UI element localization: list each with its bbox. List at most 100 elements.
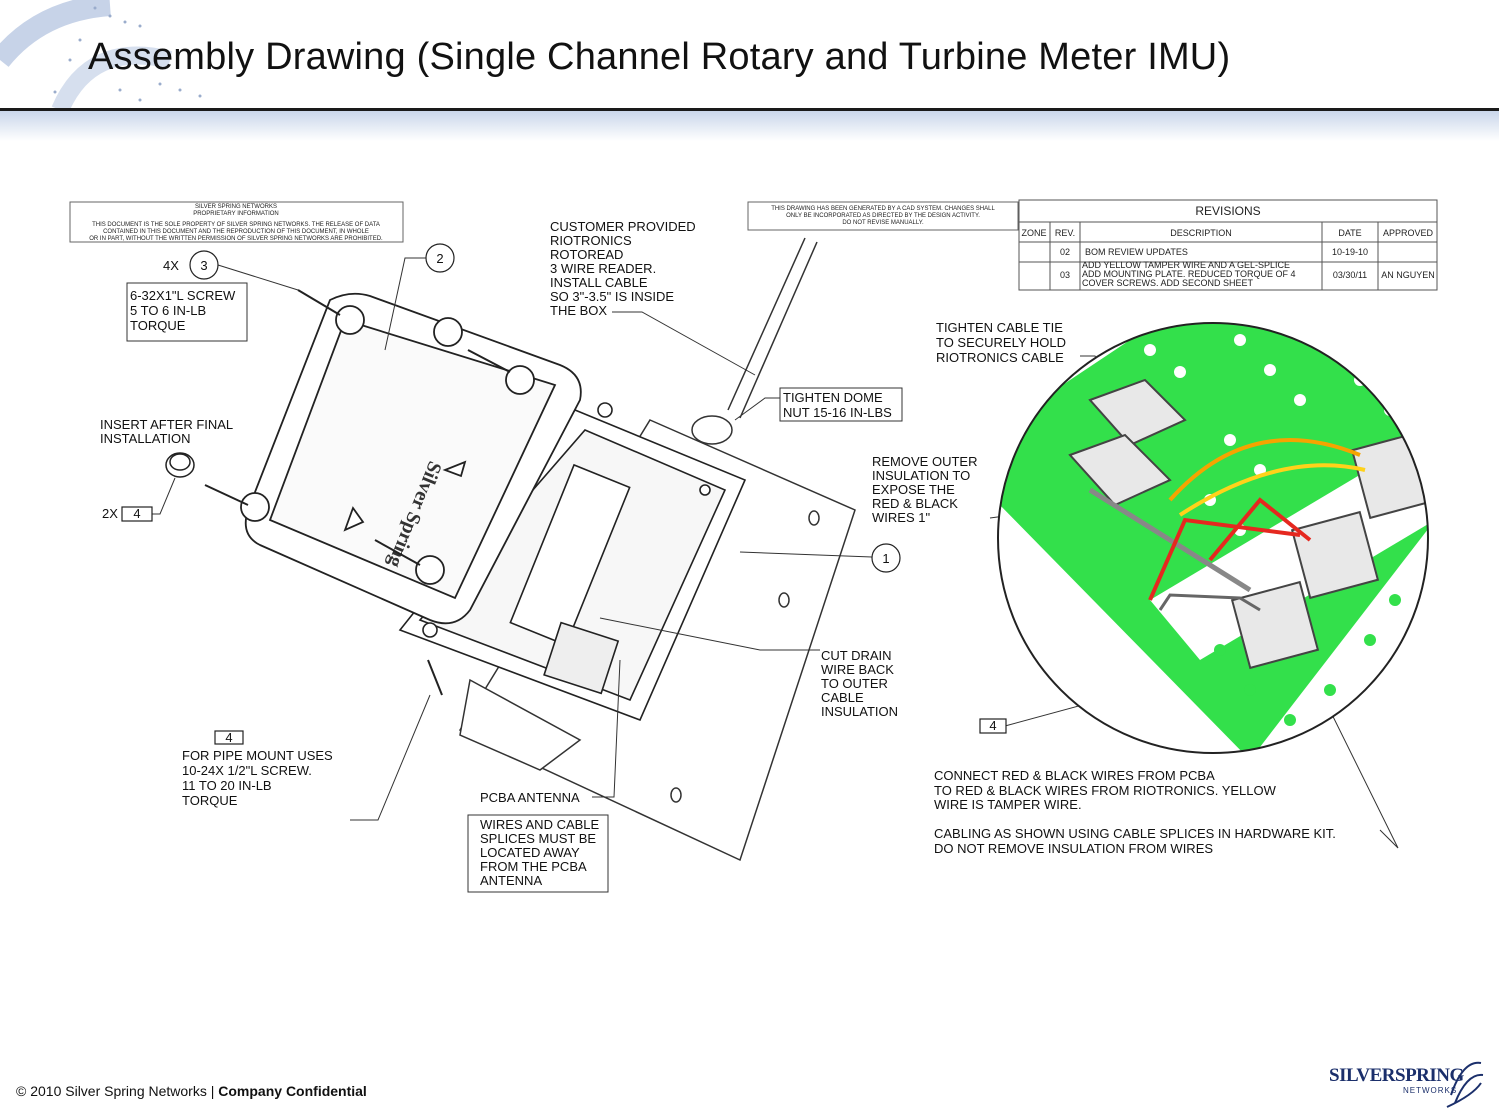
svg-text:DESCRIPTION: DESCRIPTION [1170, 228, 1232, 238]
box-4c [979, 718, 1007, 734]
svg-text:10-19-10: 10-19-10 [1332, 247, 1368, 257]
splice-note-box [467, 814, 609, 893]
svg-text:6-32X1"L SCREW: 6-32X1"L SCREW [130, 288, 236, 303]
svg-text:WIRE BACK: WIRE BACK [821, 662, 894, 677]
svg-text:3 WIRE READER.: 3 WIRE READER. [550, 261, 656, 276]
remove-insulation-note: REMOVE OUTER INSULATION TO EXPOSE THE RE… [872, 454, 977, 525]
svg-text:NUT 15-16 IN-LBS: NUT 15-16 IN-LBS [783, 405, 892, 420]
pcba-antenna-label: PCBA ANTENNA [480, 790, 580, 805]
brand-sub: NETWORKS [1403, 1086, 1458, 1095]
header-rule [0, 108, 1499, 111]
svg-text:1: 1 [882, 551, 889, 566]
svg-text:CABLING AS SHOWN USING CABLE S: CABLING AS SHOWN USING CABLE SPLICES IN … [934, 826, 1336, 841]
svg-text:LOCATED AWAY: LOCATED AWAY [480, 845, 580, 860]
svg-text:BOM REVIEW UPDATES: BOM REVIEW UPDATES [1085, 247, 1188, 257]
svg-text:2X: 2X [102, 506, 118, 521]
customer-cable-note: CUSTOMER PROVIDED RIOTRONICS ROTOREAD 3 … [550, 219, 696, 318]
svg-text:INSTALLATION: INSTALLATION [100, 431, 191, 446]
svg-text:INSULATION: INSULATION [821, 704, 898, 719]
svg-text:SO 3"-3.5" IS INSIDE: SO 3"-3.5" IS INSIDE [550, 289, 674, 304]
svg-text:ADD MOUNTING PLATE. REDUCED TO: ADD MOUNTING PLATE. REDUCED TORQUE OF 4 [1082, 269, 1296, 279]
enclosure-cover: Silver Spring [240, 292, 582, 625]
svg-text:INSULATION TO: INSULATION TO [872, 468, 970, 483]
svg-text:CUSTOMER PROVIDED: CUSTOMER PROVIDED [550, 219, 696, 234]
footer: © 2010 Silver Spring Networks | Company … [16, 1083, 367, 1099]
svg-text:WIRE IS TAMPER WIRE.: WIRE IS TAMPER WIRE. [934, 797, 1082, 812]
svg-text:4: 4 [989, 718, 996, 733]
svg-text:SILVER SPRING NETWORKS: SILVER SPRING NETWORKS [195, 204, 277, 210]
balloon-3 [189, 250, 219, 280]
brand-swirl-icon [1446, 1061, 1484, 1108]
reader-cable [691, 237, 818, 445]
silverspring-logo: SILVERSPRING NETWORKS [1325, 1055, 1485, 1110]
svg-text:RIOTRONICS: RIOTRONICS [550, 233, 632, 248]
footer-copyright: © 2010 Silver Spring Networks | [16, 1083, 219, 1099]
svg-text:3: 3 [200, 258, 207, 273]
svg-text:CUT DRAIN: CUT DRAIN [821, 648, 892, 663]
header-band [0, 111, 1499, 141]
svg-text:FOR PIPE MOUNT USES: FOR PIPE MOUNT USES [182, 748, 333, 763]
svg-text:PROPRIETARY INFORMATION: PROPRIETARY INFORMATION [193, 211, 279, 217]
svg-text:ADD YELLOW TAMPER WIRE AND A G: ADD YELLOW TAMPER WIRE AND A GEL-SPLICE [1082, 260, 1290, 270]
svg-text:5 TO 6 IN-LB: 5 TO 6 IN-LB [130, 303, 206, 318]
svg-text:COVER SCREWS. ADD SECOND SHEET: COVER SCREWS. ADD SECOND SHEET [1082, 278, 1254, 288]
pipe-mount-note: FOR PIPE MOUNT USES 10-24X 1/2"L SCREW. … [182, 748, 333, 808]
svg-text:TORQUE: TORQUE [182, 793, 238, 808]
cable-tie-note: TIGHTEN CABLE TIE TO SECURELY HOLD RIOTR… [936, 320, 1066, 365]
svg-text:INSERT AFTER FINAL: INSERT AFTER FINAL [100, 417, 233, 432]
svg-text:TORQUE: TORQUE [130, 318, 186, 333]
revisions-title: REVISIONS [1195, 204, 1260, 218]
svg-text:ZONE: ZONE [1021, 228, 1046, 238]
svg-text:ANTENNA: ANTENNA [480, 873, 542, 888]
svg-text:WIRES AND CABLE: WIRES AND CABLE [480, 817, 600, 832]
svg-text:DATE: DATE [1338, 228, 1361, 238]
svg-text:THE BOX: THE BOX [550, 303, 607, 318]
svg-text:03: 03 [1060, 270, 1070, 280]
svg-text:THIS DRAWING HAS BEEN GENERATE: THIS DRAWING HAS BEEN GENERATED BY A CAD… [771, 206, 995, 212]
svg-text:WIRES 1": WIRES 1" [872, 510, 930, 525]
svg-text:EXPOSE THE: EXPOSE THE [872, 482, 955, 497]
svg-text:DO NOT REMOVE INSULATION FROM: DO NOT REMOVE INSULATION FROM WIRES [934, 841, 1213, 856]
connect-wires-note: CONNECT RED & BLACK WIRES FROM PCBA TO R… [934, 768, 1336, 856]
svg-text:TO SECURELY HOLD: TO SECURELY HOLD [936, 335, 1066, 350]
dome-nut-note: TIGHTEN DOME NUT 15-16 IN-LBS [783, 390, 892, 420]
balloon-2 [425, 243, 455, 273]
svg-text:THIS DOCUMENT IS THE SOLE PROP: THIS DOCUMENT IS THE SOLE PROPERTY OF SI… [92, 222, 380, 228]
svg-text:TO RED & BLACK WIRES FROM RIOT: TO RED & BLACK WIRES FROM RIOTRONICS. YE… [934, 783, 1277, 798]
bracket [459, 678, 582, 771]
svg-text:RED & BLACK: RED & BLACK [872, 496, 958, 511]
svg-text:4X: 4X [163, 258, 179, 273]
svg-text:INSTALL CABLE: INSTALL CABLE [550, 275, 648, 290]
svg-text:SPLICES MUST BE: SPLICES MUST BE [480, 831, 596, 846]
screw-note: 6-32X1"L SCREW 5 TO 6 IN-LB TORQUE [130, 288, 236, 333]
svg-text:APPROVED: APPROVED [1383, 228, 1434, 238]
svg-text:REMOVE OUTER: REMOVE OUTER [872, 454, 977, 469]
dome-note-box [779, 387, 903, 422]
slide-header: Assembly Drawing (Single Channel Rotary … [0, 0, 1499, 141]
screw-note-box [126, 282, 248, 342]
item-balloons [121, 243, 1007, 745]
svg-text:10-24X 1/2"L SCREW.: 10-24X 1/2"L SCREW. [182, 763, 312, 778]
screws [204, 289, 511, 696]
svg-text:DO NOT REVISE MANUALLY.: DO NOT REVISE MANUALLY. [842, 220, 924, 226]
svg-text:ONLY BE INCORPORATED AS DIRECT: ONLY BE INCORPORATED AS DIRECTED BY THE … [786, 213, 980, 219]
wiring-detail-view [997, 322, 1429, 754]
svg-text:CONNECT RED & BLACK WIRES FROM: CONNECT RED & BLACK WIRES FROM PCBA [934, 768, 1215, 783]
svg-text:AN NGUYEN: AN NGUYEN [1381, 270, 1435, 280]
svg-text:11 TO 20 IN-LB: 11 TO 20 IN-LB [182, 778, 272, 793]
box-4b [214, 730, 244, 745]
cad-note: THIS DRAWING HAS BEEN GENERATED BY A CAD… [747, 201, 1019, 231]
svg-text:CONTAINED IN THIS DOCUMENT AND: CONTAINED IN THIS DOCUMENT AND THE REPRO… [103, 229, 369, 235]
svg-text:4: 4 [133, 506, 140, 521]
balloon-1 [871, 543, 901, 573]
brand-name: SILVERSPRING [1329, 1065, 1464, 1086]
svg-text:FROM THE PCBA: FROM THE PCBA [480, 859, 587, 874]
revisions-table: REVISIONS ZONE REV. DESCRIPTION DATE APP… [1018, 199, 1438, 291]
svg-text:OR IN PART, WITHOUT THE WRITTE: OR IN PART, WITHOUT THE WRITTEN PERMISSI… [89, 236, 383, 242]
insert-note: INSERT AFTER FINAL INSTALLATION [100, 417, 233, 446]
swirl-logo-icon [0, 0, 202, 110]
svg-text:CABLE: CABLE [821, 690, 864, 705]
svg-text:ROTOREAD: ROTOREAD [550, 247, 623, 262]
svg-text:REV.: REV. [1055, 228, 1075, 238]
